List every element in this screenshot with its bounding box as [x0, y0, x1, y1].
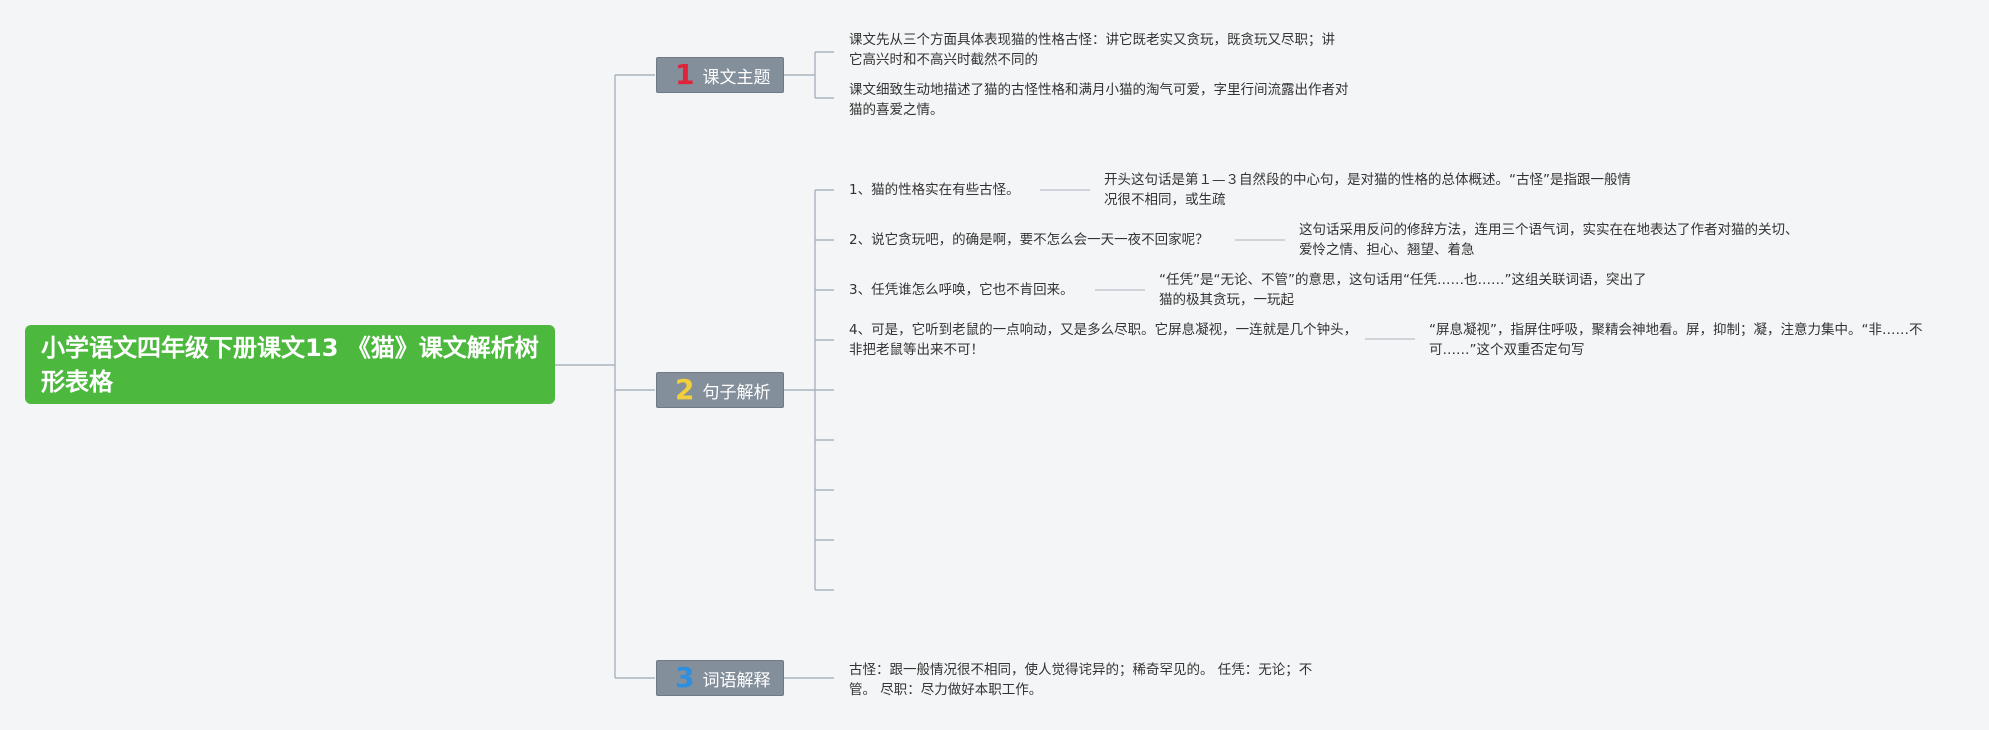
- branch-label: 课文主题: [702, 67, 771, 88]
- sentence-note-4: “屏息凝视”，指屏住呼吸，聚精会神地看。屏，抑制；凝，注意力集中。“非……不可……: [1429, 322, 1923, 358]
- branch-sentence-analysis[interactable]: 2 句子解析: [656, 372, 784, 408]
- branch-number-2: 2: [675, 373, 695, 406]
- sentence-note-2: 这句话采用反问的修辞方法，连用三个语气词，实实在在地表达了作者对猫的关切、爱怜之…: [1299, 222, 1799, 258]
- root-title: 小学语文四年级下册课文13 《猫》课文解析树形表格: [41, 333, 539, 396]
- sentence-item-4: 4、可是，它听到老鼠的一点响动，又是多么尽职。它屏息凝视，一连就是几个钟头，非把…: [849, 322, 1358, 358]
- branch-number-1: 1: [675, 58, 695, 91]
- branch-label: 词语解释: [702, 670, 771, 691]
- branch-label: 句子解析: [702, 382, 771, 403]
- branch-theme[interactable]: 1 课文主题: [656, 57, 784, 93]
- sentence-item-1: 1、猫的性格实在有些古怪。: [849, 182, 1020, 198]
- sentence-note-1: 开头这句话是第１—３自然段的中心句，是对猫的性格的总体概述。“古怪”是指跟一般情…: [1104, 172, 1631, 208]
- theme-item-2: 课文细致生动地描述了猫的古怪性格和满月小猫的淘气可爱，字里行间流露出作者对猫的喜…: [849, 82, 1349, 118]
- theme-item-1: 课文先从三个方面具体表现猫的性格古怪：讲它既老实又贪玩，既贪玩又尽职；讲它高兴时…: [849, 32, 1335, 68]
- root-topic[interactable]: 小学语文四年级下册课文13 《猫》课文解析树形表格: [25, 325, 555, 404]
- vocabulary-item: 古怪：跟一般情况很不相同，使人觉得诧异的；稀奇罕见的。 任凭：无论；不管。 尽职…: [849, 662, 1313, 698]
- branch-vocabulary[interactable]: 3 词语解释: [656, 660, 784, 696]
- branch-number-3: 3: [675, 661, 695, 694]
- sentence-item-3: 3、任凭谁怎么呼唤，它也不肯回来。: [849, 282, 1074, 298]
- sentence-item-2: 2、说它贪玩吧，的确是啊，要不怎么会一天一夜不回家呢？: [849, 232, 1209, 248]
- sentence-note-3: “任凭”是“无论、不管”的意思，这句话用“任凭……也……”这组关联词语，突出了猫…: [1159, 272, 1647, 308]
